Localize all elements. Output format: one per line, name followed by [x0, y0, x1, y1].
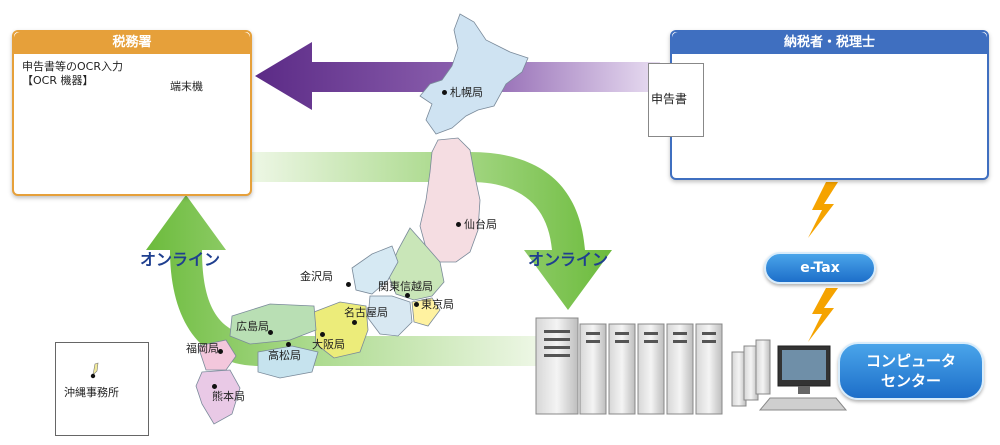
bureau-kanazawa: 金沢局: [300, 270, 333, 283]
bureau-sapporo: 札幌局: [450, 86, 483, 99]
lightning-bolt-lower: [808, 288, 838, 342]
computer-center-line2: センター: [880, 372, 941, 390]
bureau-kumamoto: 熊本局: [212, 390, 245, 403]
kanto-shinetsu-dot: [405, 293, 410, 298]
etax-badge: e-Tax: [764, 252, 876, 284]
bureau-fukuoka: 福岡局: [186, 342, 219, 355]
tax-return-label: 申告書: [651, 92, 688, 106]
small-servers: [731, 339, 771, 407]
online-label-left: オンライン: [140, 250, 221, 269]
bureau-takamatsu: 高松局: [268, 349, 301, 362]
map-region-tohoku: [419, 137, 481, 263]
tax-office-panel: 税務署: [12, 30, 252, 196]
fukuoka-dot: [218, 349, 223, 354]
green-arrow-left: [146, 195, 540, 366]
tax-return-document: [648, 63, 704, 137]
nagoya-dot: [352, 320, 357, 325]
ocr-device-label: 【OCR 機器】: [22, 74, 94, 87]
map-region-osaka: [313, 301, 369, 359]
server-racks: [535, 317, 723, 415]
computer-center-monitor: [758, 345, 848, 411]
bureau-sendai: 仙台局: [464, 218, 497, 231]
computer-center-line1: コンピュータ: [865, 352, 956, 370]
map-region-takamatsu: [257, 345, 319, 379]
taxpayer-title: 納税者・税理士: [672, 32, 987, 54]
green-arrow-right: [250, 152, 612, 310]
bureau-kanto-shinetsu: 関東信越局: [378, 280, 433, 293]
map-region-hokuriku: [351, 245, 399, 295]
bureau-okinawa: 沖縄事務所: [64, 386, 119, 399]
computer-center-badge: コンピュータ センター: [838, 342, 984, 400]
sapporo-dot: [442, 90, 447, 95]
hiroshima-dot: [268, 330, 273, 335]
map-region-nagoya: [367, 295, 413, 337]
osaka-dot: [320, 332, 325, 337]
online-label-right: オンライン: [528, 250, 609, 269]
ocr-input-label: 申告書等のOCR入力: [22, 60, 123, 73]
tax-office-title: 税務署: [14, 32, 250, 54]
map-region-tokyo: [411, 297, 441, 327]
terminal-label: 端末機: [170, 80, 203, 93]
bureau-nagoya: 名古屋局: [344, 306, 388, 319]
kumamoto-dot: [212, 384, 217, 389]
bureau-hiroshima: 広島局: [236, 320, 269, 333]
map-region-kumamoto: [195, 369, 241, 425]
map-region-hokkaido: [419, 13, 529, 135]
map-region-hiroshima: [229, 303, 317, 345]
map-region-fukuoka: [197, 339, 237, 371]
bureau-tokyo: 東京局: [421, 298, 454, 311]
sendai-dot: [456, 222, 461, 227]
takamatsu-dot: [286, 342, 291, 347]
kanazawa-dot: [346, 282, 351, 287]
japan-map: [195, 13, 529, 425]
bureau-osaka: 大阪局: [312, 338, 345, 351]
okinawa-inset: [55, 342, 149, 436]
tokyo-dot: [414, 302, 419, 307]
taxpayer-panel: 納税者・税理士: [670, 30, 989, 180]
lightning-bolt-upper: [808, 182, 838, 238]
okinawa-island-inset: [90, 362, 99, 379]
